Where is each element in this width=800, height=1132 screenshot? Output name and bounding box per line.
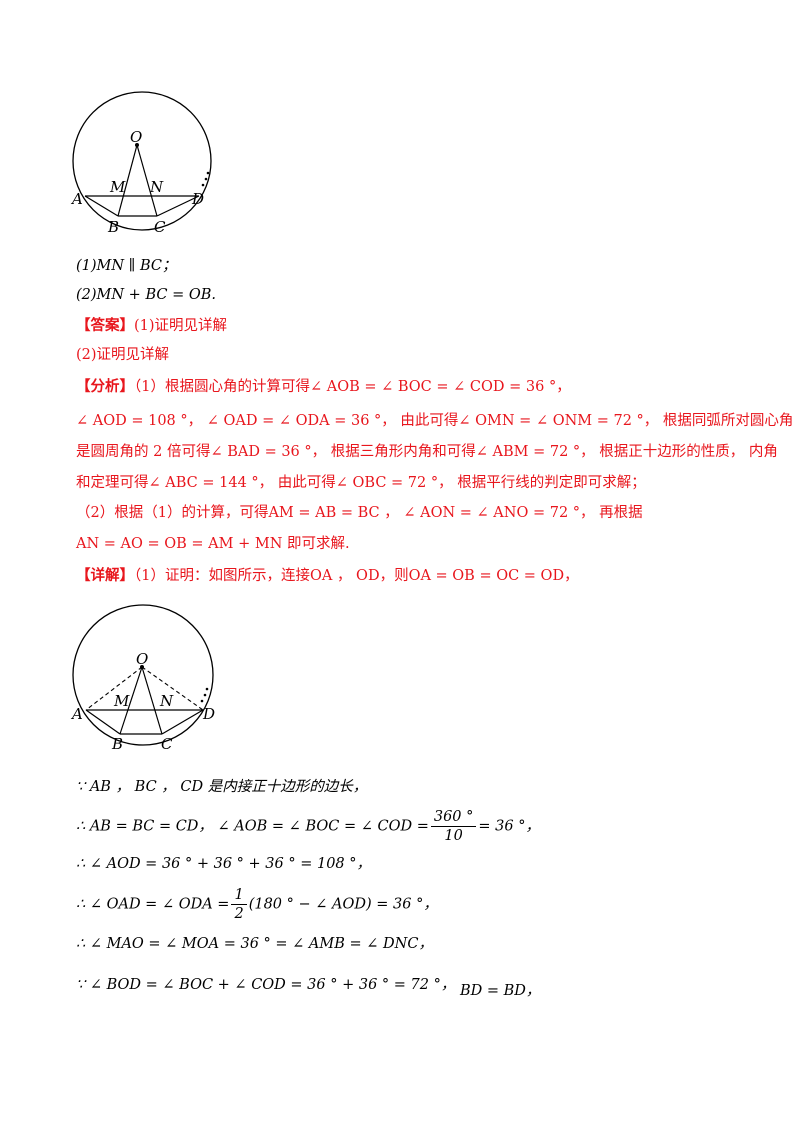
detail-heading: 【详解】: [76, 567, 134, 584]
label-a: A: [70, 190, 83, 208]
chord-cd: [161, 709, 204, 735]
analysis-line-2: ∠ AOD = 108 °， ∠ OAD = ∠ ODA = 36 °， 由此可…: [76, 413, 794, 429]
figure-circle-1: O M N A D B C: [70, 91, 212, 236]
bd-equals-bd: BD = BD，: [459, 983, 541, 999]
circle-outline: [72, 604, 214, 746]
proof-line-6: ∵ ∠ BOD = ∠ BOC + ∠ COD = 36 ° + 36 ° = …: [76, 977, 541, 999]
label-n: N: [159, 692, 174, 710]
segment-oa-dashed: [85, 666, 143, 711]
dots-icon: [206, 171, 210, 175]
dots-icon: [203, 693, 207, 697]
figure-circle-2: O M N A D B C: [70, 604, 215, 753]
segment-od-dashed: [141, 666, 204, 711]
chord-ab: [85, 709, 121, 735]
segment-oc: [141, 666, 163, 735]
analysis-line-3: 是圆周角的 2 倍可得∠ BAD = 36 °， 根据三角形内角和可得∠ ABM…: [76, 444, 778, 460]
fraction-360-over-10: 360 °10: [430, 808, 477, 845]
label-d: D: [191, 190, 204, 208]
chord-ab: [84, 195, 119, 217]
analysis-heading: 【分析】: [76, 378, 134, 395]
proof-line-2: ∴ AB = BC = CD， ∠ AOB = ∠ BOC = ∠ COD =3…: [76, 808, 540, 845]
label-d: D: [202, 705, 215, 723]
analysis-line-5: （2）根据（1）的计算，可得AM = AB = BC ， ∠ AON = ∠ A…: [76, 505, 643, 521]
analysis-line-6: AN = AO = OB = AM + MN 即可求解.: [76, 536, 350, 552]
point-o: [140, 665, 144, 669]
answer-heading: 【答案】: [76, 317, 134, 334]
circle-outline: [72, 91, 212, 231]
segment-ob: [119, 666, 143, 735]
detail-line-1: 【详解】（1）证明：如图所示，连接OA ， OD，则OA = OB = OC =…: [76, 567, 579, 584]
answer-line-2: (2)证明见详解: [76, 347, 170, 363]
chord-cd: [156, 195, 200, 217]
label-o: O: [136, 650, 148, 668]
segment-ob: [117, 144, 138, 217]
label-o: O: [130, 128, 142, 146]
question-2: (2)MN + BC = OB.: [76, 287, 216, 303]
label-n: N: [149, 178, 164, 196]
proof-line-3: ∴ ∠ AOD = 36 ° + 36 ° + 36 ° = 108 °，: [76, 856, 372, 872]
dots-icon: [205, 687, 209, 691]
dots-icon: [201, 183, 205, 187]
label-b: B: [111, 735, 123, 753]
proof-line-5: ∴ ∠ MAO = ∠ MOA = 36 ° = ∠ AMB = ∠ DNC，: [76, 936, 433, 952]
label-m: M: [109, 178, 126, 196]
label-c: C: [161, 735, 173, 753]
label-m: M: [113, 692, 130, 710]
answer-line-1: 【答案】(1)证明见详解: [76, 317, 228, 334]
dots-icon: [204, 177, 208, 181]
label-c: C: [154, 218, 166, 236]
label-b: B: [107, 218, 119, 236]
point-o: [135, 143, 139, 147]
dots-icon: [200, 699, 204, 703]
segment-oc: [136, 144, 158, 217]
analysis-line-4: 和定理可得∠ ABC = 144 °， 由此可得∠ OBC = 72 °， 根据…: [76, 475, 646, 491]
proof-line-1: ∵ AB ， BC ， CD 是内接正十边形的边长，: [76, 779, 368, 795]
question-1: (1)MN ∥ BC；: [76, 258, 177, 274]
label-a: A: [70, 705, 83, 723]
analysis-line-1: 【分析】（1）根据圆心角的计算可得∠ AOB = ∠ BOC = ∠ COD =…: [76, 378, 571, 395]
